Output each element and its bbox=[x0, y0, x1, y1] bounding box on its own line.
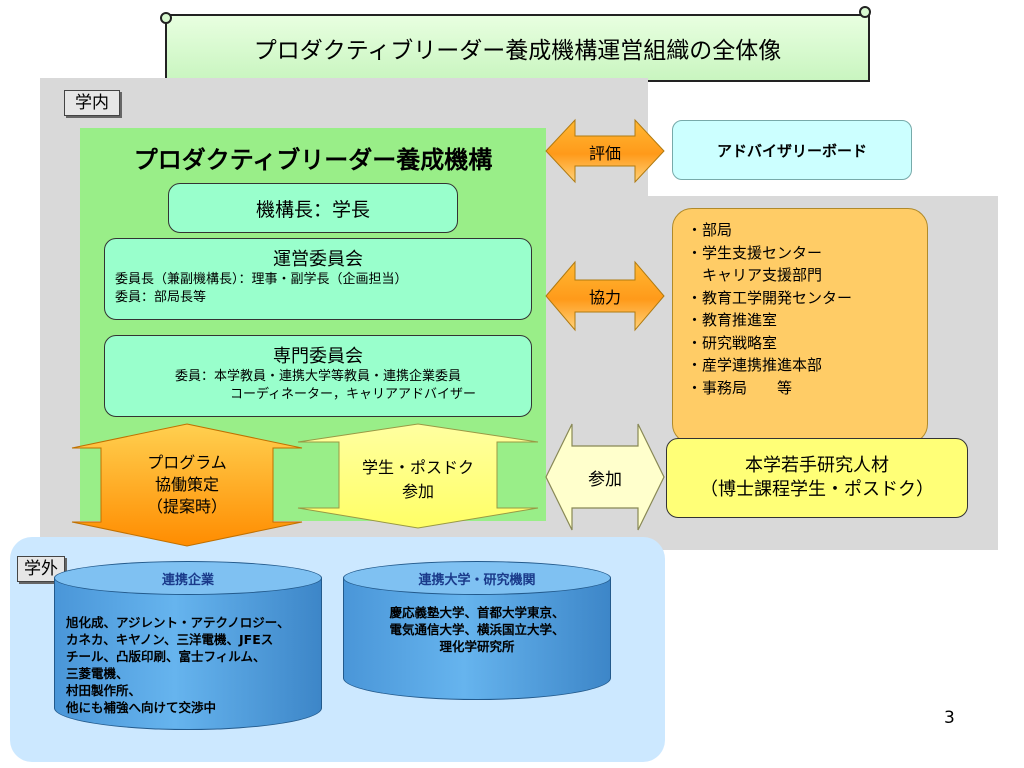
program-arrow-text: プログラム 協働策定 （提案時） bbox=[101, 452, 273, 518]
inner-label: 学内 bbox=[64, 90, 120, 116]
partner-company-line: カネカ、キヤノン、三洋電機、JFEス bbox=[66, 632, 274, 647]
partner-item: ・教育推進室 bbox=[687, 311, 778, 329]
partner-companies-cylinder-top: 連携企業 bbox=[54, 561, 322, 595]
evaluation-label: 評価 bbox=[588, 144, 621, 163]
page-number: 3 bbox=[944, 708, 955, 728]
partner-company-line: チール、凸版印刷、富士フィルム、 bbox=[66, 649, 266, 664]
student-arrow-text: 学生・ポスドク 参加 bbox=[339, 456, 497, 504]
student-arrow bbox=[297, 423, 539, 529]
partner-company-line: 村田製作所、 bbox=[66, 683, 142, 698]
evaluation-arrow bbox=[545, 118, 665, 184]
partner-company-line: 三菱電機、 bbox=[66, 666, 129, 681]
partner-item: ・産学連携推進本部 bbox=[687, 356, 823, 374]
internal-partners-box: ・部局 ・学生支援センター キャリア支援部門 ・教育工学開発センター ・教育推進… bbox=[672, 208, 928, 444]
partner-universities-cylinder-top: 連携大学・研究機関 bbox=[343, 561, 611, 595]
advisory-board-box: アドバイザリーボード bbox=[672, 120, 912, 180]
steering-committee-line: 委員：部局長等 bbox=[115, 290, 207, 305]
partner-university-line: 理化学研究所 bbox=[439, 639, 515, 654]
steering-committee-line: 委員長（兼副機構長）：理事・副学長（企画担当） bbox=[115, 272, 408, 287]
partner-universities-cylinder bbox=[343, 578, 611, 700]
researchers-line: （博士課程学生・ポスドク） bbox=[700, 479, 934, 500]
student-arrow-line: 参加 bbox=[401, 482, 434, 501]
program-arrow bbox=[71, 423, 303, 547]
partner-item: ・部局 bbox=[687, 221, 733, 239]
partner-universities-title: 連携大学・研究機関 bbox=[418, 572, 536, 588]
special-committee-title: 専門委員会 bbox=[273, 346, 363, 367]
partner-university-line: 電気通信大学、横浜国立大学、 bbox=[389, 622, 565, 637]
partner-company-line: 旭化成、アジレント・アテクノロジー、 bbox=[66, 615, 290, 630]
scroll-curl-right bbox=[859, 6, 871, 18]
student-arrow-line: 学生・ポスドク bbox=[361, 458, 474, 477]
steering-committee-title: 運営委員会 bbox=[273, 249, 363, 270]
cooperation-arrow bbox=[545, 260, 665, 332]
program-arrow-line: 協働策定 bbox=[154, 475, 219, 494]
partner-universities-list: 慶応義塾大学、首都大学東京、 電気通信大学、横浜国立大学、 理化学研究所 bbox=[343, 604, 611, 655]
partner-item: ・教育工学開発センター bbox=[687, 288, 853, 307]
director-text: 機構長：学長 bbox=[255, 198, 370, 221]
participation-arrow bbox=[545, 423, 665, 531]
cooperation-label: 協力 bbox=[588, 288, 621, 307]
special-committee-line: コーディネーター，キャリアアドバイザー bbox=[229, 387, 477, 402]
partner-item: ・研究戦略室 bbox=[687, 333, 778, 352]
partner-companies-title: 連携企業 bbox=[161, 572, 214, 588]
scroll-curl-left bbox=[160, 12, 172, 24]
young-researchers-box: 本学若手研究人材 （博士課程学生・ポスドク） bbox=[666, 438, 968, 518]
partner-item: ・事務局 等 bbox=[687, 378, 793, 397]
partner-item: キャリア支援部門 bbox=[687, 266, 823, 284]
partner-companies-list: 旭化成、アジレント・アテクノロジー、 カネカ、キヤノン、三洋電機、JFEス チー… bbox=[66, 614, 316, 716]
steering-committee-box: 運営委員会 委員長（兼副機構長）：理事・副学長（企画担当） 委員：部局長等 bbox=[104, 238, 532, 320]
program-arrow-line: プログラム bbox=[147, 453, 227, 472]
partner-university-line: 慶応義塾大学、首都大学東京、 bbox=[389, 605, 565, 620]
special-committee-line: 委員：本学教員・連携大学等教員・連携企業委員 bbox=[174, 369, 461, 384]
special-committee-box: 専門委員会 委員：本学教員・連携大学等教員・連携企業委員 コーディネーター，キャ… bbox=[104, 335, 532, 417]
program-arrow-line: （提案時） bbox=[146, 497, 227, 516]
director-box: 機構長：学長 bbox=[168, 183, 458, 233]
partner-company-line: 他にも補強へ向けて交渉中 bbox=[66, 700, 217, 715]
participation-label: 参加 bbox=[588, 469, 622, 490]
page-title-text: プロダクティブリーダー養成機構運営組織の全体像 bbox=[253, 38, 782, 64]
advisory-board-text: アドバイザリーボード bbox=[716, 141, 867, 160]
partner-item: ・学生支援センター bbox=[687, 243, 823, 262]
organization-name: プロダクティブリーダー養成機構 bbox=[133, 146, 493, 174]
partner-companies-cylinder bbox=[54, 578, 322, 730]
researchers-line: 本学若手研究人材 bbox=[745, 455, 889, 476]
page-title: プロダクティブリーダー養成機構運営組織の全体像 bbox=[165, 14, 870, 82]
